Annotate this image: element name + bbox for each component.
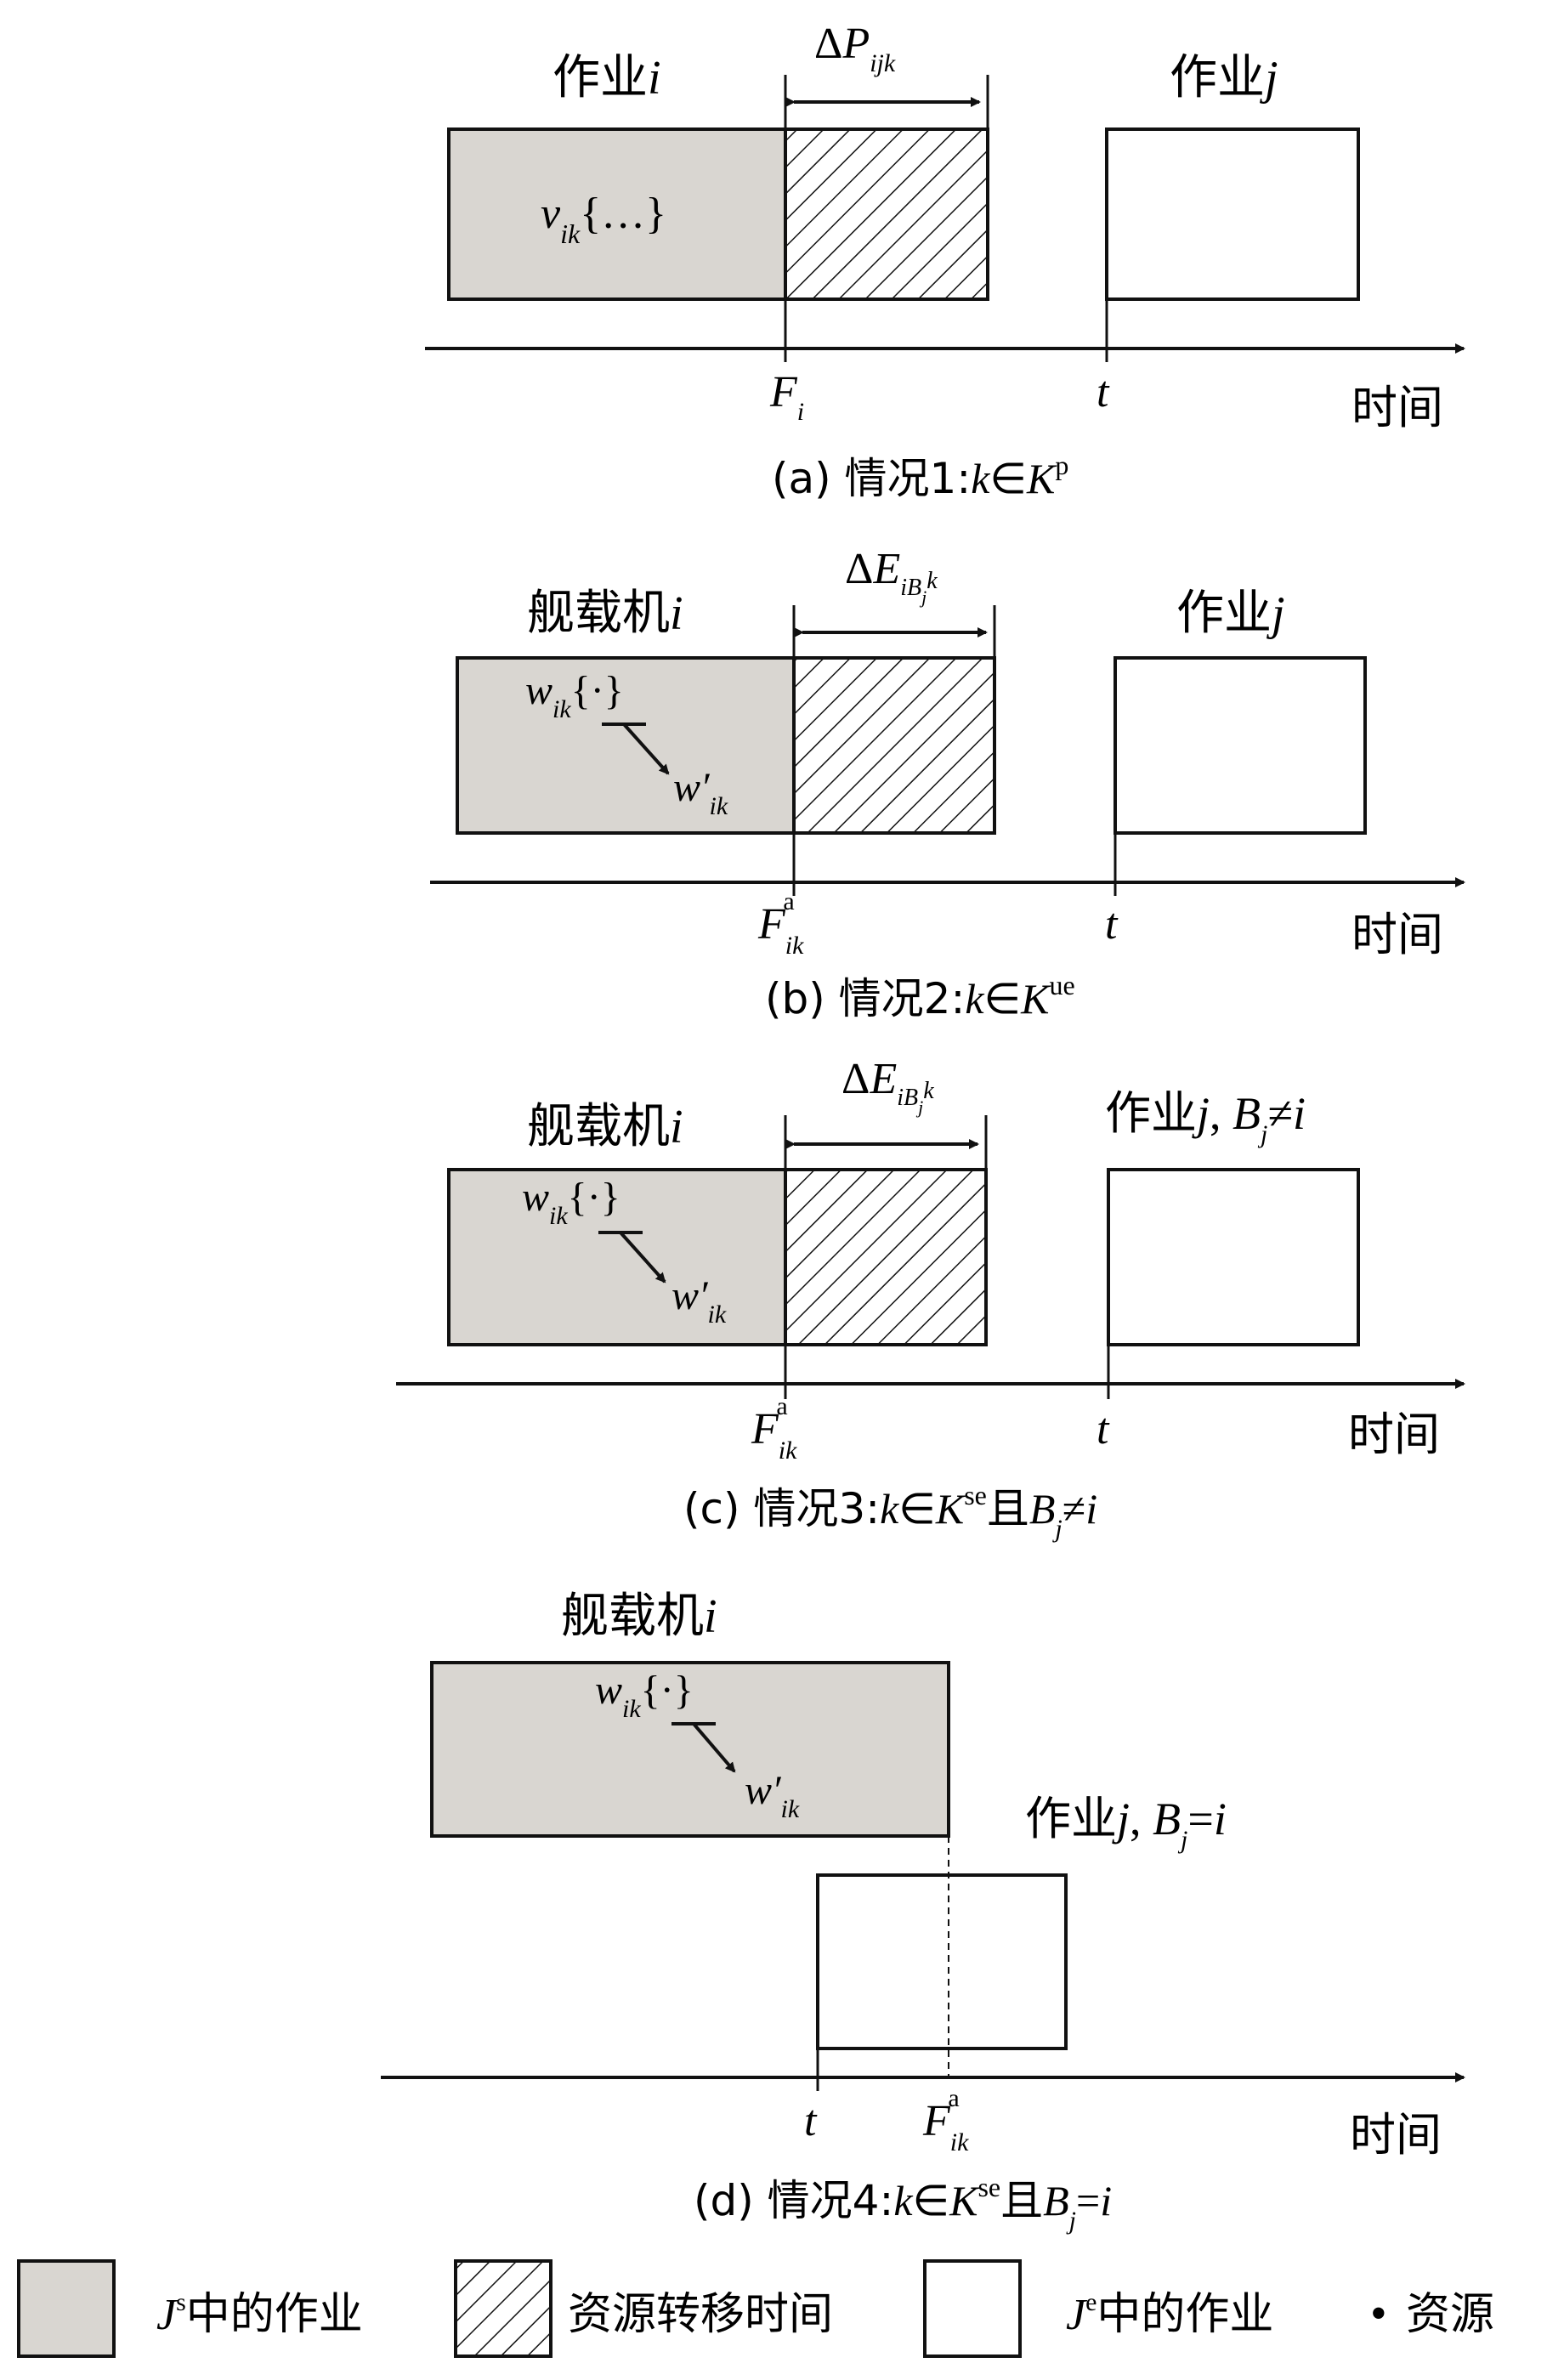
panel-b-transfer-arrow xyxy=(622,722,670,775)
panel-a-caption: (a) 情况1:k∈Kp xyxy=(772,450,1068,503)
panel-d-tick-fik-label: Fika xyxy=(922,2084,969,2156)
panel-c-resource-wprime: w′ik xyxy=(672,1273,727,1329)
panel-c-aircraft-block xyxy=(447,1168,787,1346)
panel-d-caption: (d) 情况4:k∈Kse且Bj=i xyxy=(694,2172,1112,2235)
panel-a-tick-fi-label: Fi xyxy=(769,368,804,426)
panel-c-axis-label: 时间 xyxy=(1348,1408,1440,1461)
panel-c-transfer-block xyxy=(784,1168,988,1346)
panel-d: 舰载机i wik{·} w′ik 作业j, Bj=i t Fika 时间 (d)… xyxy=(381,1589,1465,2235)
panel-b-left-label: 舰载机i xyxy=(527,586,683,641)
panel-a-tick-t-label: t xyxy=(1096,368,1110,416)
panel-c-resource-w: wik{·} xyxy=(522,1175,620,1230)
legend-label-scheduled-jobs: Js中的作业 xyxy=(156,2288,363,2340)
legend-swatch-eligible-jobs xyxy=(923,2259,1022,2358)
panel-d-right-label: 作业j, Bj=i xyxy=(1025,1792,1227,1854)
panel-a-inner-resource: vik{…} xyxy=(541,190,666,249)
panel-c-left-label: 舰载机i xyxy=(527,1099,683,1154)
panel-a-axis-label: 时间 xyxy=(1352,381,1443,434)
panel-d-axis-label: 时间 xyxy=(1350,2108,1442,2162)
panel-b: 舰载机i wik{·} w′ik ΔEiBjk 作业j Fika t 时间 (b… xyxy=(430,545,1465,1023)
panel-d-left-label: 舰载机i xyxy=(561,1589,717,1644)
panel-b-transfer-block xyxy=(792,656,996,835)
panel-b-resource-w: wik{·} xyxy=(525,668,624,723)
panel-a-left-label: 作业i xyxy=(552,50,661,105)
legend-swatch-transfer-time xyxy=(454,2259,552,2358)
panel-a-job-j-block xyxy=(1105,128,1360,301)
legend-label-eligible-jobs: Je中的作业 xyxy=(1066,2288,1273,2340)
panel-b-right-label: 作业j xyxy=(1176,586,1285,641)
legend-label-transfer-time: 资源转移时间 xyxy=(568,2289,833,2340)
panel-c-tick-fik-label: Fika xyxy=(751,1392,797,1465)
legend: Js中的作业 资源转移时间 Je中的作业 • 资源 xyxy=(17,2259,1494,2358)
legend-swatch-scheduled-jobs xyxy=(17,2259,116,2358)
panel-b-delta-label: ΔEiBjk xyxy=(845,545,938,608)
panel-a-job-i-block xyxy=(447,128,787,301)
panel-c-transfer-arrow xyxy=(619,1231,666,1284)
panel-c: 舰载机i wik{·} w′ik ΔEiBjk 作业j, Bj≠i Fika t… xyxy=(396,1055,1465,1543)
panel-b-caption: (b) 情况2:k∈Kue xyxy=(765,970,1075,1023)
panel-a: 作业i vik{…} ΔPijk 作业j Fi t 时间 (a) 情况1:k∈K… xyxy=(425,20,1465,503)
panel-d-tick-t-label: t xyxy=(804,2097,818,2145)
panel-a-transfer-block xyxy=(784,128,989,301)
panel-c-job-j-block xyxy=(1107,1168,1360,1346)
panel-d-resource-wprime: w′ik xyxy=(745,1768,800,1823)
legend-label-resource: 资源 xyxy=(1406,2289,1494,2340)
panel-d-aircraft-block xyxy=(430,1661,950,1838)
panel-c-caption: (c) 情况3:k∈Kse且Bj≠i xyxy=(683,1480,1097,1543)
panel-c-delta-label: ΔEiBjk xyxy=(842,1055,934,1118)
panel-b-aircraft-block xyxy=(456,656,796,835)
panel-d-transfer-arrow xyxy=(692,1722,736,1773)
panel-b-job-j-block xyxy=(1114,656,1367,835)
panel-a-delta-label: ΔPijk xyxy=(814,20,896,77)
legend-bullet-resource-icon: • xyxy=(1370,2287,1387,2340)
panel-b-resource-wprime: w′ik xyxy=(673,765,728,820)
panel-a-right-label: 作业j xyxy=(1170,50,1278,105)
panel-b-axis-label: 时间 xyxy=(1352,908,1443,961)
panel-b-tick-fik-label: Fika xyxy=(757,887,804,960)
panel-c-tick-t-label: t xyxy=(1096,1405,1110,1454)
panel-b-tick-t-label: t xyxy=(1105,900,1119,949)
panel-d-job-j-block xyxy=(816,1873,1068,2050)
panel-c-right-label: 作业j, Bj≠i xyxy=(1105,1086,1306,1148)
panel-d-resource-w: wik{·} xyxy=(595,1668,694,1723)
